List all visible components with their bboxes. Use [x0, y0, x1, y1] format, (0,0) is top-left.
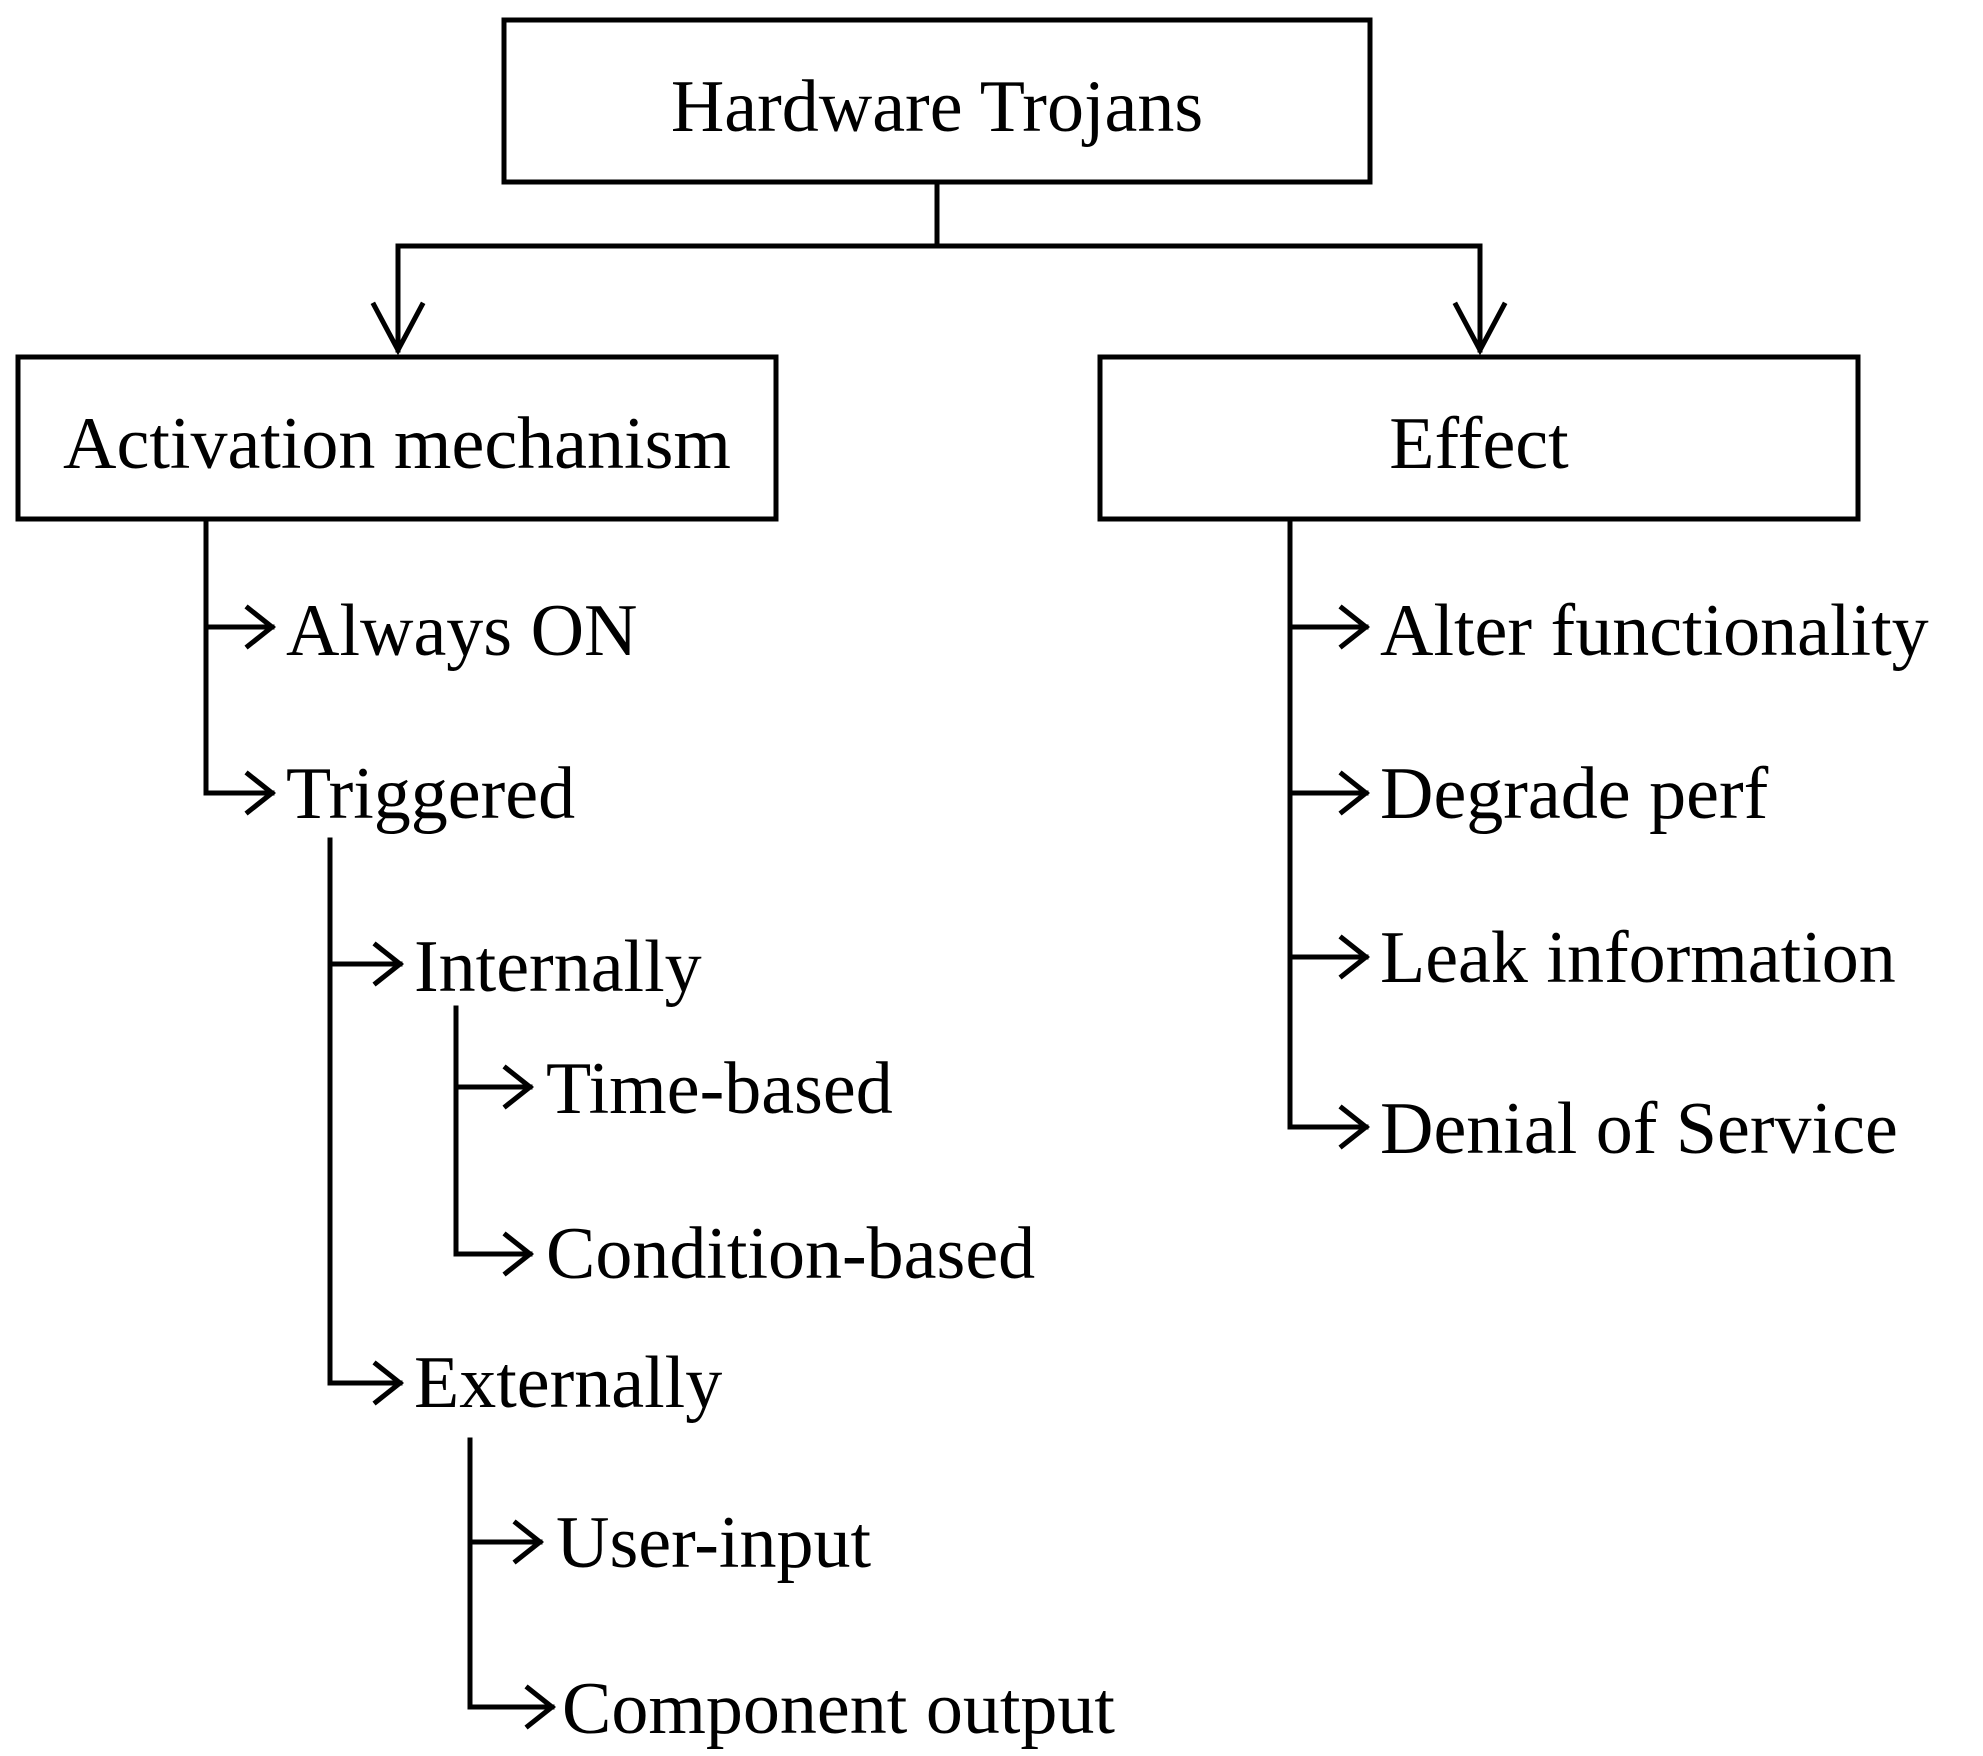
activation-connectors — [203, 516, 557, 1730]
arrow-head-activation — [370, 301, 426, 356]
activation-node: Activation mechanism — [15, 354, 779, 522]
arrow-degrade — [1338, 770, 1371, 816]
label-denial-of-service: Denial of Service — [1380, 1088, 1898, 1170]
root-box — [501, 17, 1373, 185]
effect-node: Effect — [1097, 354, 1861, 522]
arrow-alter — [1338, 604, 1371, 650]
label-triggered: Triggered — [286, 753, 575, 835]
arrow-component-output — [524, 1684, 557, 1730]
arrow-head-effect — [1452, 301, 1508, 356]
arrow-triggered — [244, 770, 277, 816]
effect-connectors — [1287, 516, 1371, 1150]
root-connector — [370, 179, 1508, 356]
label-leak-information: Leak information — [1380, 917, 1896, 999]
arrow-condition-based — [502, 1231, 535, 1277]
label-internally: Internally — [414, 926, 702, 1008]
label-time-based: Time-based — [546, 1048, 893, 1130]
label-component-output: Component output — [562, 1668, 1115, 1750]
arrow-externally — [372, 1360, 405, 1406]
arrow-dos — [1338, 1104, 1371, 1150]
activation-label: Activation mechanism — [63, 403, 731, 485]
activation-box — [15, 354, 779, 522]
label-externally: Externally — [414, 1342, 722, 1424]
effect-label: Effect — [1389, 403, 1569, 485]
effect-box — [1097, 354, 1861, 522]
label-degrade-perf: Degrade perf — [1380, 753, 1769, 835]
arrow-always-on — [244, 604, 277, 650]
label-condition-based: Condition-based — [546, 1213, 1035, 1295]
root-node: Hardware Trojans — [501, 17, 1373, 185]
label-alter-functionality: Alter functionality — [1380, 590, 1929, 672]
arrow-internally — [372, 941, 405, 987]
arrow-leak — [1338, 934, 1371, 980]
label-always-on: Always ON — [286, 590, 637, 672]
arrow-user-input — [512, 1519, 545, 1565]
root-label: Hardware Trojans — [671, 66, 1203, 148]
arrow-time-based — [502, 1064, 535, 1110]
label-user-input: User-input — [556, 1502, 871, 1584]
